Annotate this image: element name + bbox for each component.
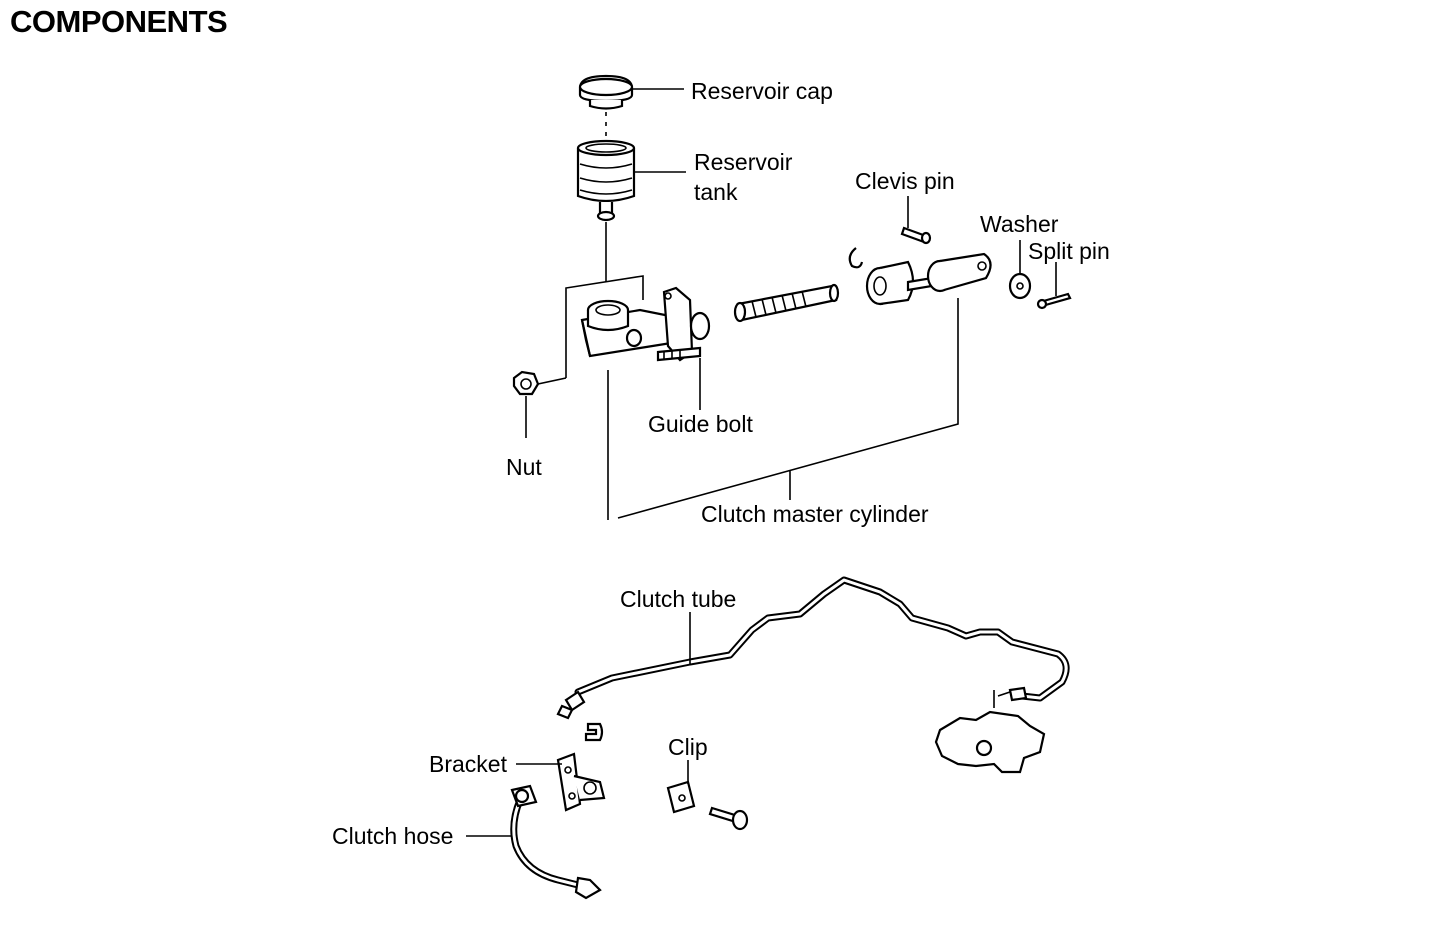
reservoir-cap xyxy=(578,74,634,110)
piston-assembly xyxy=(733,283,840,323)
bracket-label: Bracket xyxy=(429,751,508,777)
washer xyxy=(1008,272,1032,300)
nut-frame-line xyxy=(537,377,567,385)
clip xyxy=(666,780,749,831)
clutch-tube-label: Clutch tube xyxy=(620,586,736,612)
clutch-master-cylinder-label: Clutch master cylinder xyxy=(701,501,929,527)
master-cylinder-body xyxy=(580,286,711,362)
snap-ring xyxy=(848,247,864,269)
page-title: COMPONENTS xyxy=(10,4,228,39)
boot xyxy=(865,260,915,306)
nut-label: Nut xyxy=(506,454,542,480)
clutch-tube xyxy=(556,576,1070,720)
push-rod-clevis xyxy=(906,252,992,293)
clip-label: Clip xyxy=(668,734,708,760)
master-cylinder-bracket-lines xyxy=(607,298,959,520)
spring-clip xyxy=(584,722,604,742)
reservoir-tank-label-2: tank xyxy=(694,179,738,205)
reservoir-tank xyxy=(576,139,636,222)
clutch-hose-label: Clutch hose xyxy=(332,823,453,849)
clevis-pin xyxy=(900,226,932,245)
clutch-hose xyxy=(510,784,602,900)
body-frame-line xyxy=(565,275,644,378)
guide-bolt-label: Guide bolt xyxy=(648,411,753,437)
split-pin xyxy=(1036,292,1072,310)
clevis-pin-label: Clevis pin xyxy=(855,168,955,194)
washer-label: Washer xyxy=(980,211,1059,237)
nut xyxy=(512,370,540,396)
split-pin-label: Split pin xyxy=(1028,238,1110,264)
reservoir-tank-label-1: Reservoir xyxy=(694,149,793,175)
bracket xyxy=(556,752,606,812)
release-cylinder-housing xyxy=(934,686,1046,774)
reservoir-cap-label: Reservoir cap xyxy=(691,78,833,104)
